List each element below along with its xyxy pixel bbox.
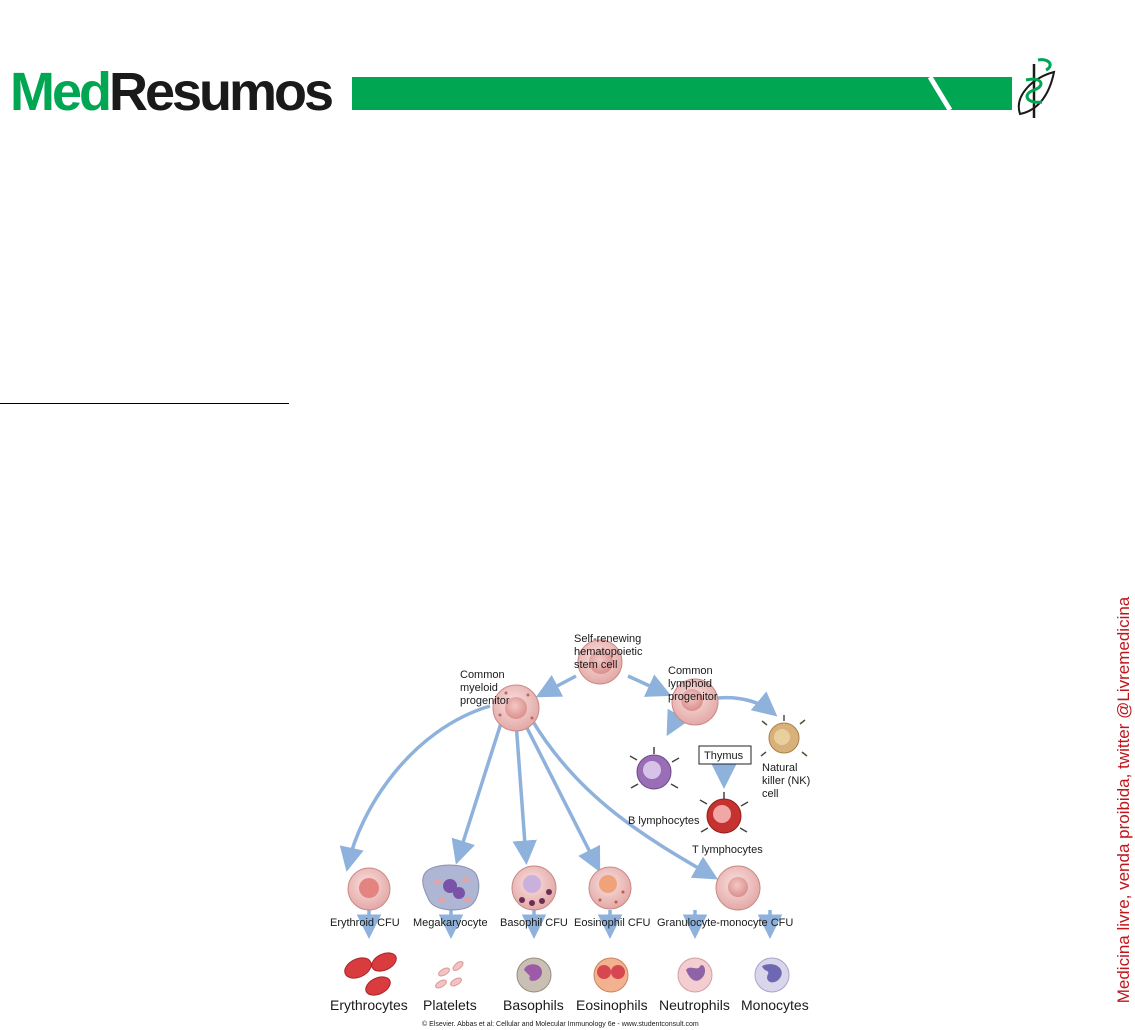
svg-text:Basophil CFU: Basophil CFU <box>500 917 568 929</box>
side-watermark: Medicina livre, venda proibida, twitter … <box>1114 597 1134 1004</box>
copyright-text: © Elsevier. Abbas et al: Cellular and Mo… <box>422 1020 699 1028</box>
basophils-cells <box>517 958 551 992</box>
svg-text:Eosinophils: Eosinophils <box>576 997 648 1013</box>
stem-label: Self-renewing hematopoietic stem cell <box>574 633 646 671</box>
erythrocytes-cells <box>342 949 400 998</box>
svg-text:Eosinophil CFU: Eosinophil CFU <box>574 917 650 929</box>
svg-text:Basophils: Basophils <box>503 997 564 1013</box>
hematopoiesis-diagram: Self-renewing hematopoietic stem cell Co… <box>320 620 830 1030</box>
basophil-cfu-cell <box>512 866 556 910</box>
nk-cell <box>761 715 807 756</box>
granulocyte-monocyte-cfu-cell <box>716 866 760 910</box>
svg-text:Erythroid CFU: Erythroid CFU <box>330 917 400 929</box>
logo-resumos: Resumos <box>109 62 332 122</box>
svg-text:Megakaryocyte: Megakaryocyte <box>413 917 488 929</box>
t-lymph-label: T lymphocytes <box>692 844 763 856</box>
svg-text:Monocytes: Monocytes <box>741 997 809 1013</box>
eosinophils-cells <box>594 958 628 992</box>
neutrophils-cells <box>678 958 712 992</box>
svg-text:Granulocyte-monocyte CFU: Granulocyte-monocyte CFU <box>657 917 793 929</box>
caduceus-leaf-icon <box>1019 60 1054 118</box>
nk-label: Natural killer (NK) cell <box>762 762 813 800</box>
svg-text:Erythrocytes: Erythrocytes <box>330 997 408 1013</box>
logo-med: Med <box>10 62 109 122</box>
horizontal-rule <box>0 403 289 404</box>
svg-text:MedResumos: MedResumos <box>10 62 332 122</box>
b-lymph-label: B lymphocytes <box>628 815 700 827</box>
platelets-cells <box>434 960 464 990</box>
svg-text:Neutrophils: Neutrophils <box>659 997 730 1013</box>
megakaryocyte-cell <box>423 865 479 910</box>
lymphoid-label: Common lymphoid progenitor <box>668 665 718 703</box>
thymus-label: Thymus <box>704 750 744 762</box>
myeloid-label: Common myeloid progenitor <box>460 669 510 707</box>
cfu-labels: Erythroid CFU Megakaryocyte Basophil CFU… <box>330 917 793 929</box>
t-lymphocyte-cell <box>700 792 748 833</box>
green-banner-bar <box>352 77 1012 110</box>
mature-labels: Erythrocytes Platelets Basophils Eosinop… <box>330 997 809 1013</box>
monocytes-cells <box>755 958 789 992</box>
eosinophil-cfu-cell <box>589 867 631 909</box>
header-banner: MedResumos <box>0 40 1135 125</box>
svg-text:Platelets: Platelets <box>423 997 477 1013</box>
b-lymphocyte-cell <box>630 747 679 789</box>
erythroid-cfu-cell <box>348 868 390 910</box>
